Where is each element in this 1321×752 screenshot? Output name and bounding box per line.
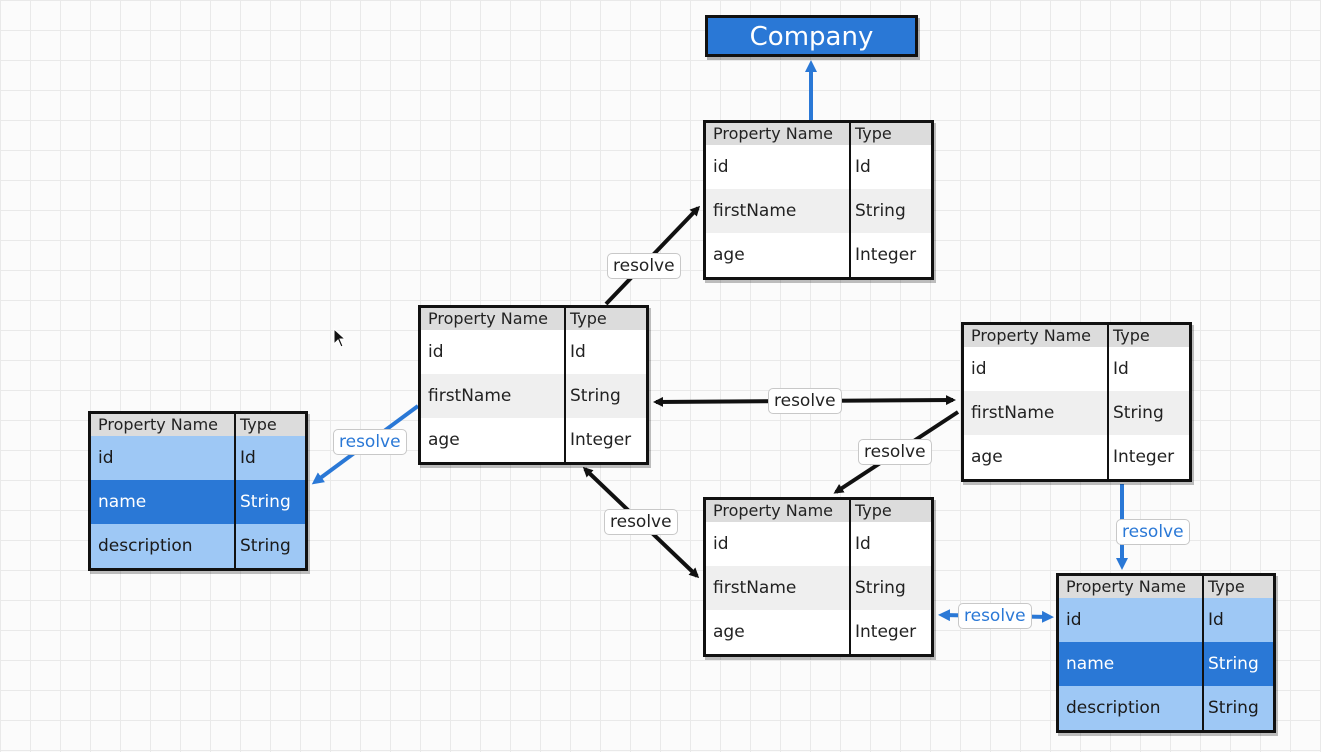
type-cell: Id	[240, 448, 256, 468]
header-type: Type	[855, 124, 892, 143]
table-row: id Id	[706, 522, 931, 566]
property-name-cell: id	[1059, 598, 1204, 642]
type-cell: String	[570, 386, 621, 406]
property-name-cell: age	[421, 418, 566, 462]
property-name-cell: firstName	[706, 566, 851, 610]
table-row: id Id	[1059, 598, 1273, 642]
type-cell: String	[240, 492, 291, 512]
property-name-cell: id	[421, 330, 566, 374]
edge-label-resolve: resolve	[604, 509, 678, 535]
table-row: age Integer	[964, 435, 1189, 479]
type-cell: String	[855, 201, 906, 221]
user-table-bottom[interactable]: Property Name Type id Id firstName Strin…	[703, 497, 934, 657]
company-table-right[interactable]: Property Name Type id Id name String des…	[1056, 573, 1276, 733]
table-header-row: Property Name Type	[964, 325, 1189, 347]
type-cell: Id	[855, 157, 871, 177]
property-name-cell: age	[706, 233, 851, 277]
table-row-highlighted: name String	[1059, 642, 1273, 686]
property-name-cell: description	[1059, 686, 1204, 730]
type-cell: Integer	[855, 245, 917, 265]
type-cell: Id	[570, 342, 586, 362]
type-cell: Id	[855, 534, 871, 554]
table-header-row: Property Name Type	[706, 500, 931, 522]
type-cell: String	[855, 578, 906, 598]
table-row: id Id	[91, 436, 305, 480]
header-type: Type	[1208, 577, 1245, 596]
type-cell: Integer	[570, 430, 632, 450]
header-type: Type	[1113, 326, 1150, 345]
user-table-right[interactable]: Property Name Type id Id firstName Strin…	[961, 322, 1192, 482]
table-row: firstName String	[706, 189, 931, 233]
property-name-cell: id	[964, 347, 1109, 391]
type-cell: Id	[1208, 610, 1224, 630]
company-node[interactable]: Company	[705, 15, 918, 57]
header-property-name: Property Name	[1059, 576, 1204, 598]
type-cell: Integer	[855, 622, 917, 642]
table-row: firstName String	[421, 374, 646, 418]
edge-label-resolve: resolve	[1116, 519, 1190, 545]
table-header-row: Property Name Type	[1059, 576, 1273, 598]
user-table-center[interactable]: Property Name Type id Id firstName Strin…	[418, 305, 649, 465]
property-name-cell: description	[91, 524, 236, 568]
header-property-name: Property Name	[706, 500, 851, 522]
table-row: id Id	[964, 347, 1189, 391]
table-header-row: Property Name Type	[706, 123, 931, 145]
company-label: Company	[749, 22, 874, 52]
table-row: description String	[1059, 686, 1273, 730]
edge-label-resolve: resolve	[858, 439, 932, 465]
property-name-cell: id	[706, 522, 851, 566]
header-type: Type	[855, 501, 892, 520]
type-cell: Integer	[1113, 447, 1175, 467]
table-row: id Id	[421, 330, 646, 374]
header-property-name: Property Name	[964, 325, 1109, 347]
table-row: description String	[91, 524, 305, 568]
property-name-cell: id	[91, 436, 236, 480]
header-type: Type	[240, 415, 277, 434]
header-property-name: Property Name	[421, 308, 566, 330]
header-property-name: Property Name	[91, 414, 236, 436]
property-name-cell: firstName	[706, 189, 851, 233]
mouse-cursor-icon	[333, 328, 347, 348]
table-row: age Integer	[421, 418, 646, 462]
header-type: Type	[570, 309, 607, 328]
property-name-cell: firstName	[964, 391, 1109, 435]
type-cell: String	[1208, 654, 1259, 674]
property-name-cell: firstName	[421, 374, 566, 418]
edge-label-resolve: resolve	[958, 603, 1032, 629]
edge-label-resolve: resolve	[768, 388, 842, 414]
header-property-name: Property Name	[706, 123, 851, 145]
property-name-cell: age	[964, 435, 1109, 479]
table-row: firstName String	[964, 391, 1189, 435]
property-name-cell: age	[706, 610, 851, 654]
type-cell: String	[240, 536, 291, 556]
property-name-cell: name	[91, 480, 236, 524]
type-cell: String	[1113, 403, 1164, 423]
table-row: age Integer	[706, 610, 931, 654]
property-name-cell: name	[1059, 642, 1204, 686]
user-table-top[interactable]: Property Name Type id Id firstName Strin…	[703, 120, 934, 280]
type-cell: String	[1208, 698, 1259, 718]
table-row: firstName String	[706, 566, 931, 610]
table-row-highlighted: name String	[91, 480, 305, 524]
table-header-row: Property Name Type	[421, 308, 646, 330]
table-header-row: Property Name Type	[91, 414, 305, 436]
edge-label-resolve: resolve	[333, 429, 407, 455]
type-cell: Id	[1113, 359, 1129, 379]
table-row: age Integer	[706, 233, 931, 277]
property-name-cell: id	[706, 145, 851, 189]
company-table-left[interactable]: Property Name Type id Id name String des…	[88, 411, 308, 571]
table-row: id Id	[706, 145, 931, 189]
edge-label-resolve: resolve	[607, 253, 681, 279]
